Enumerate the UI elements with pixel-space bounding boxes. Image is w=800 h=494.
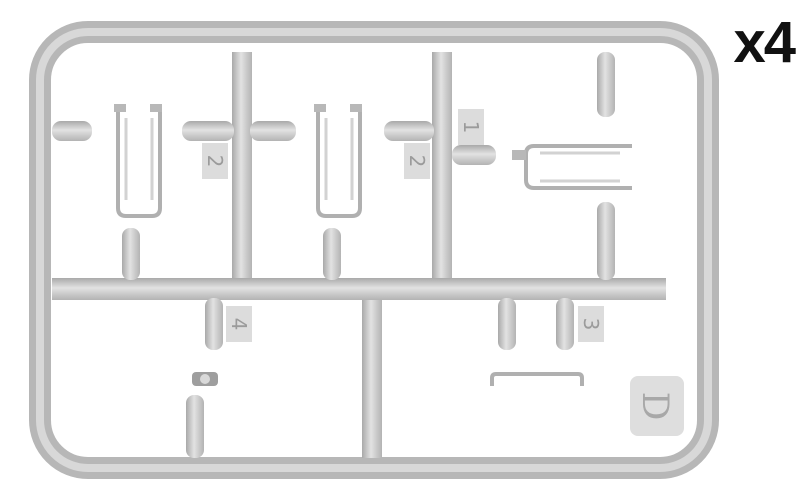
gates-section-lower [186,298,574,458]
svg-text:2: 2 [405,155,429,168]
part-frame-middle [314,104,362,218]
runner-vertical-1 [232,52,252,287]
runner-vertical-2 [432,52,452,287]
gates-section-2 [250,121,434,280]
svg-text:D: D [634,392,675,421]
gates-section-3 [452,52,615,280]
gates-section-1 [52,121,234,280]
svg-text:4: 4 [227,318,251,331]
runner-horizontal [52,278,666,300]
part-tag-2: 2 [404,143,430,179]
part-frame-left [114,104,162,218]
svg-text:1: 1 [459,121,483,134]
quantity-label: x4 [733,10,795,75]
part-tray [512,144,632,190]
part-tag-4: 4 [226,306,252,342]
part-tag-3: 1 [458,109,484,145]
part-tag-1: 2 [202,143,228,179]
part-knob [192,372,218,386]
svg-text:2: 2 [203,155,227,168]
runner-vertical-3 [362,292,382,458]
svg-text:3: 3 [579,318,603,331]
part-tag-5: 3 [578,306,604,342]
sprue-letter-plate: D [630,376,684,436]
part-bracket [490,372,584,386]
